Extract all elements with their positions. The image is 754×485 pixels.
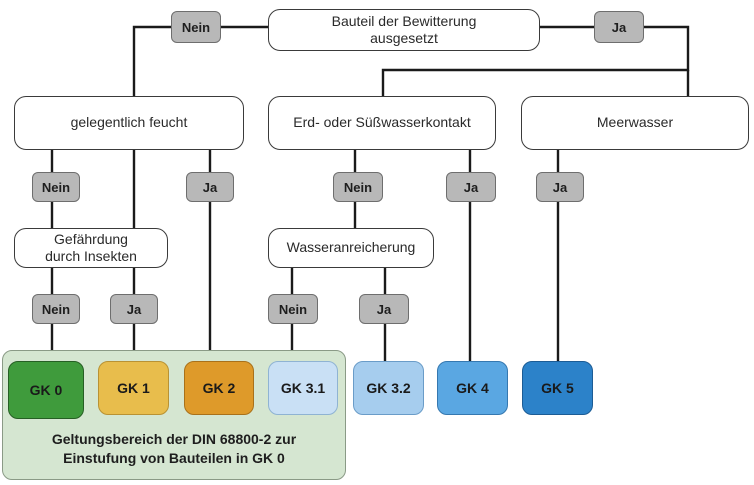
answer-tag-yes: Ja xyxy=(359,294,409,324)
answer-tag-yes: Ja xyxy=(186,172,234,202)
decision-water-accumulation: Wasseranreicherung xyxy=(268,228,434,268)
connector-exposed-no xyxy=(132,25,268,96)
answer-tag-no: Nein xyxy=(268,294,318,324)
answer-tag-no: Nein xyxy=(333,172,383,202)
class-gk-5: GK 5 xyxy=(522,361,593,415)
decision-exposed-to-weather: Bauteil der Bewitterung ausgesetzt xyxy=(268,9,540,51)
class-gk-3-1: GK 3.1 xyxy=(268,361,338,415)
answer-tag-yes: Ja xyxy=(110,294,158,324)
class-gk-3-2: GK 3.2 xyxy=(353,361,424,415)
din-scope-caption: Geltungsbereich der DIN 68800-2 zur Eins… xyxy=(51,431,297,466)
answer-tag-no: Nein xyxy=(32,294,80,324)
decision-occasionally-moist: gelegentlich feucht xyxy=(14,96,244,150)
answer-tag-no: Nein xyxy=(32,172,80,202)
class-gk-2: GK 2 xyxy=(184,361,254,415)
class-gk-0: GK 0 xyxy=(8,361,84,419)
decision-insect-risk: Gefährdung durch Insekten xyxy=(14,228,168,268)
class-gk-1: GK 1 xyxy=(98,361,169,415)
decision-seawater: Meerwasser xyxy=(521,96,749,150)
answer-tag-no: Nein xyxy=(171,11,221,43)
answer-tag-yes: Ja xyxy=(594,11,644,43)
decision-earth-freshwater-contact: Erd- oder Süßwasserkontakt xyxy=(268,96,496,150)
answer-tag-yes: Ja xyxy=(536,172,584,202)
class-gk-4: GK 4 xyxy=(437,361,508,415)
answer-tag-yes: Ja xyxy=(446,172,496,202)
